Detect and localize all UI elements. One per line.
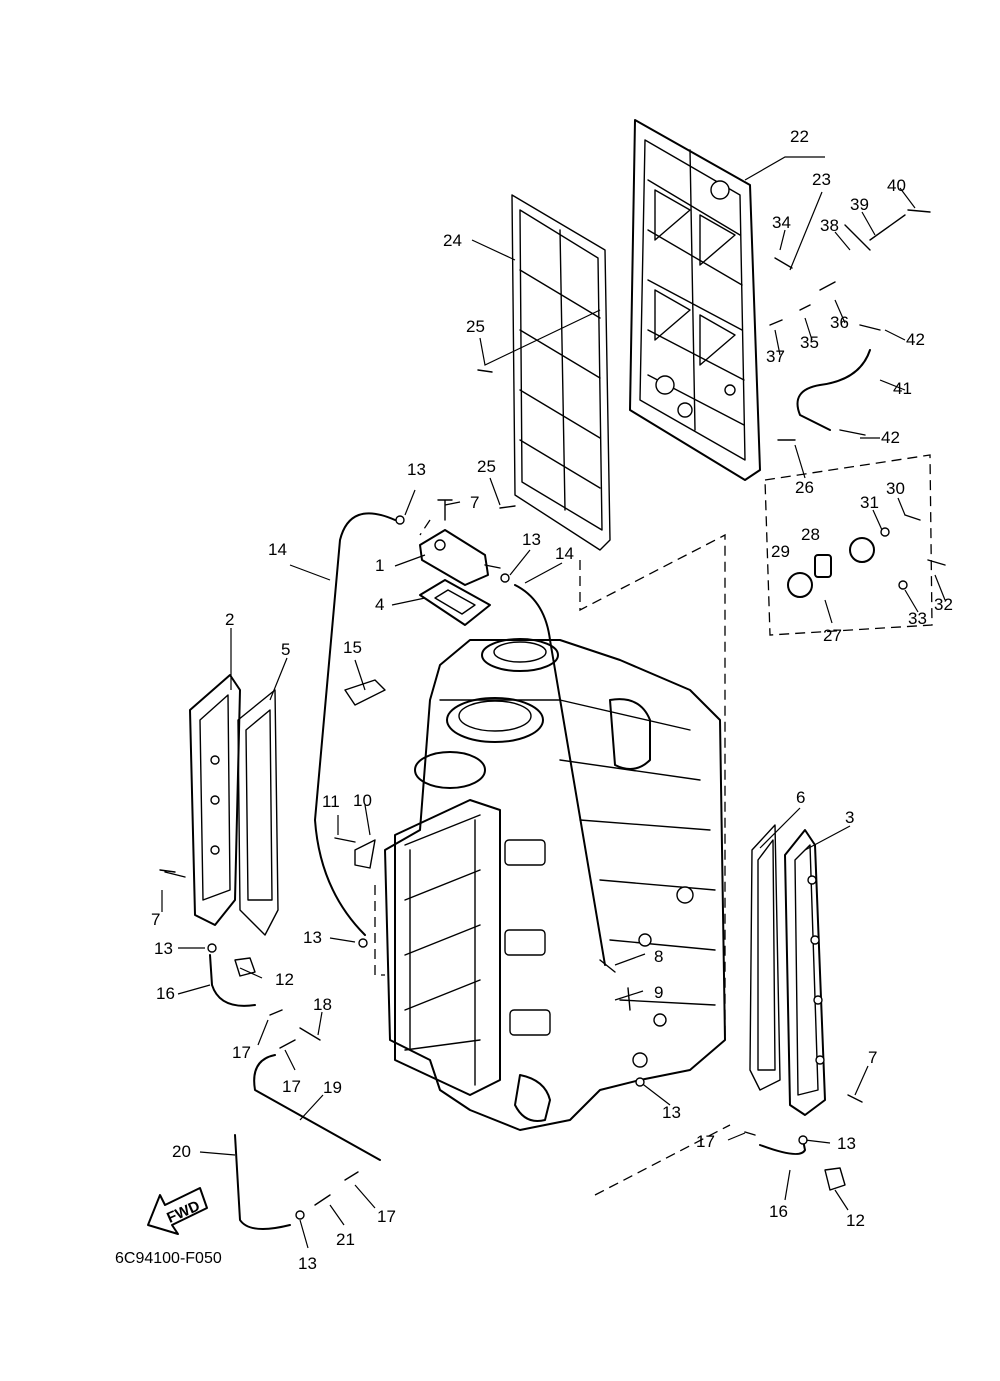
callout-label: 23 [812, 170, 831, 189]
callout-label: 25 [466, 317, 485, 336]
callout-label: 27 [823, 626, 842, 645]
gasket-6 [749, 824, 781, 1091]
callout-label: 40 [887, 176, 906, 195]
callout-label: 36 [830, 313, 849, 332]
callout-label: 42 [881, 428, 900, 447]
reference-lines [374, 519, 731, 1196]
part-28 [814, 554, 832, 578]
exhaust-cover [629, 119, 761, 481]
callout-label: 37 [766, 347, 785, 366]
callout-label: 13 [522, 530, 541, 549]
hose-41 [796, 349, 871, 431]
callout-label: 5 [281, 640, 290, 659]
callout-label: 26 [795, 478, 814, 497]
cylinder-block [384, 638, 726, 1131]
callout-label: 18 [313, 995, 332, 1014]
part-29 [787, 572, 813, 598]
callout-label: 1 [375, 556, 384, 575]
callout-label: 34 [772, 213, 791, 232]
callout-label: 12 [275, 970, 294, 989]
hose-20 [234, 1134, 291, 1230]
callout-label: 4 [375, 595, 384, 614]
callout-label: 32 [934, 595, 953, 614]
part-30-ring [849, 537, 875, 563]
callout-label: 28 [801, 525, 820, 544]
callout-label: 3 [845, 808, 854, 827]
diagram-code: 6C94100-F050 [115, 1250, 222, 1267]
hose-19 [253, 1054, 381, 1161]
callout-label: 12 [846, 1211, 865, 1230]
callout-label: 35 [800, 333, 819, 352]
callout-label: 17 [282, 1077, 301, 1096]
fwd-arrow: FWD [147, 1187, 208, 1235]
callout-label: 31 [860, 493, 879, 512]
part-1 [419, 529, 501, 586]
callout-label: 2 [225, 610, 234, 629]
callout-label: 42 [906, 330, 925, 349]
hose-16-left [209, 954, 256, 1007]
hose-16-right [759, 1139, 806, 1155]
leader-lines [161, 156, 946, 1249]
callout-label: 30 [886, 479, 905, 498]
callout-label: 17 [232, 1043, 251, 1062]
callout-label: 7 [151, 910, 160, 929]
callout-label: 33 [908, 609, 927, 628]
callout-label: 38 [820, 216, 839, 235]
callout-label: 14 [555, 544, 574, 563]
callout-label: 7 [470, 493, 479, 512]
callout-label: 17 [377, 1207, 396, 1226]
callout-label: 16 [769, 1202, 788, 1221]
callout-label: 10 [353, 791, 372, 810]
callout-label: 13 [298, 1254, 317, 1273]
callout-label: 24 [443, 231, 462, 250]
callout-label: 15 [343, 638, 362, 657]
callout-label: 20 [172, 1142, 191, 1161]
callout-labels: 1 2 3 4 5 6 7 7 7 8 9 10 11 12 12 13 13 … [151, 127, 953, 1273]
hose-14-right [514, 584, 606, 966]
callout-label: 21 [336, 1230, 355, 1249]
callout-label: 25 [477, 457, 496, 476]
callout-label: 13 [662, 1103, 681, 1122]
cover-2 [189, 674, 241, 926]
callout-label: 14 [268, 540, 287, 559]
callout-label: 41 [893, 379, 912, 398]
callout-label: 7 [868, 1048, 877, 1067]
group-27-box [764, 454, 933, 636]
gasket-24 [511, 194, 611, 551]
callout-label: 22 [790, 127, 809, 146]
gasket-5 [237, 689, 279, 936]
callout-label: 13 [407, 460, 426, 479]
part-4 [419, 579, 491, 626]
cover-3 [784, 829, 826, 1116]
callout-label: 13 [154, 939, 173, 958]
callout-label: 29 [771, 542, 790, 561]
hose-14-left [314, 512, 396, 936]
callout-label: 17 [696, 1132, 715, 1151]
callout-label: 11 [322, 792, 340, 811]
callout-label: 6 [796, 788, 805, 807]
callout-label: 8 [654, 947, 663, 966]
callout-label: 19 [323, 1078, 342, 1097]
fasteners [159, 209, 946, 1220]
callout-label: 13 [303, 928, 322, 947]
callout-label: 13 [837, 1134, 856, 1153]
callout-label: 16 [156, 984, 175, 1003]
callout-label: 39 [850, 195, 869, 214]
callout-label: 9 [654, 983, 663, 1002]
